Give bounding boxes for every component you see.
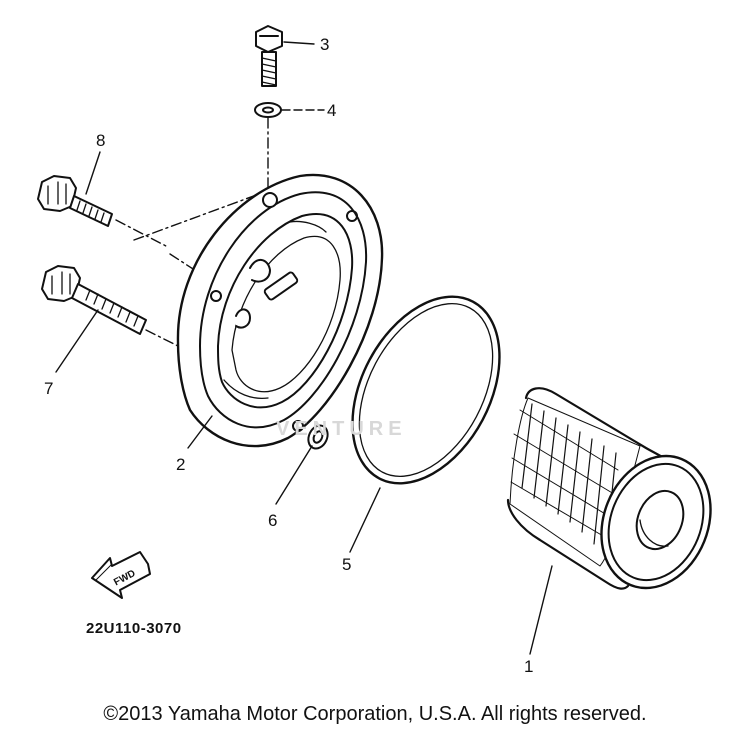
part-3-bolt bbox=[255, 25, 283, 87]
watermark: VENTURE bbox=[276, 418, 407, 440]
callout-8: 8 bbox=[96, 131, 106, 150]
part-5-o-ring bbox=[351, 295, 501, 485]
callout-2: 2 bbox=[176, 455, 186, 474]
callout-5: 5 bbox=[342, 555, 352, 574]
callout-6: 6 bbox=[268, 511, 278, 530]
part-6-small-o-ring bbox=[307, 424, 329, 450]
fwd-arrow-icon: FWD bbox=[91, 551, 151, 599]
part-code: 22U110-3070 bbox=[86, 620, 182, 637]
part-4-washer bbox=[254, 102, 282, 118]
callout-1: 1 bbox=[524, 657, 534, 676]
callout-4: 4 bbox=[327, 101, 337, 120]
part-7-bolt bbox=[41, 265, 147, 335]
part-1-filter-element bbox=[506, 387, 712, 590]
callout-3: 3 bbox=[320, 35, 330, 54]
part-8-bolt bbox=[37, 175, 113, 227]
part-2-filter-cover bbox=[176, 173, 384, 448]
leader-lines bbox=[55, 41, 553, 655]
copyright-notice: ©2013 Yamaha Motor Corporation, U.S.A. A… bbox=[103, 703, 647, 725]
callout-7: 7 bbox=[44, 379, 54, 398]
